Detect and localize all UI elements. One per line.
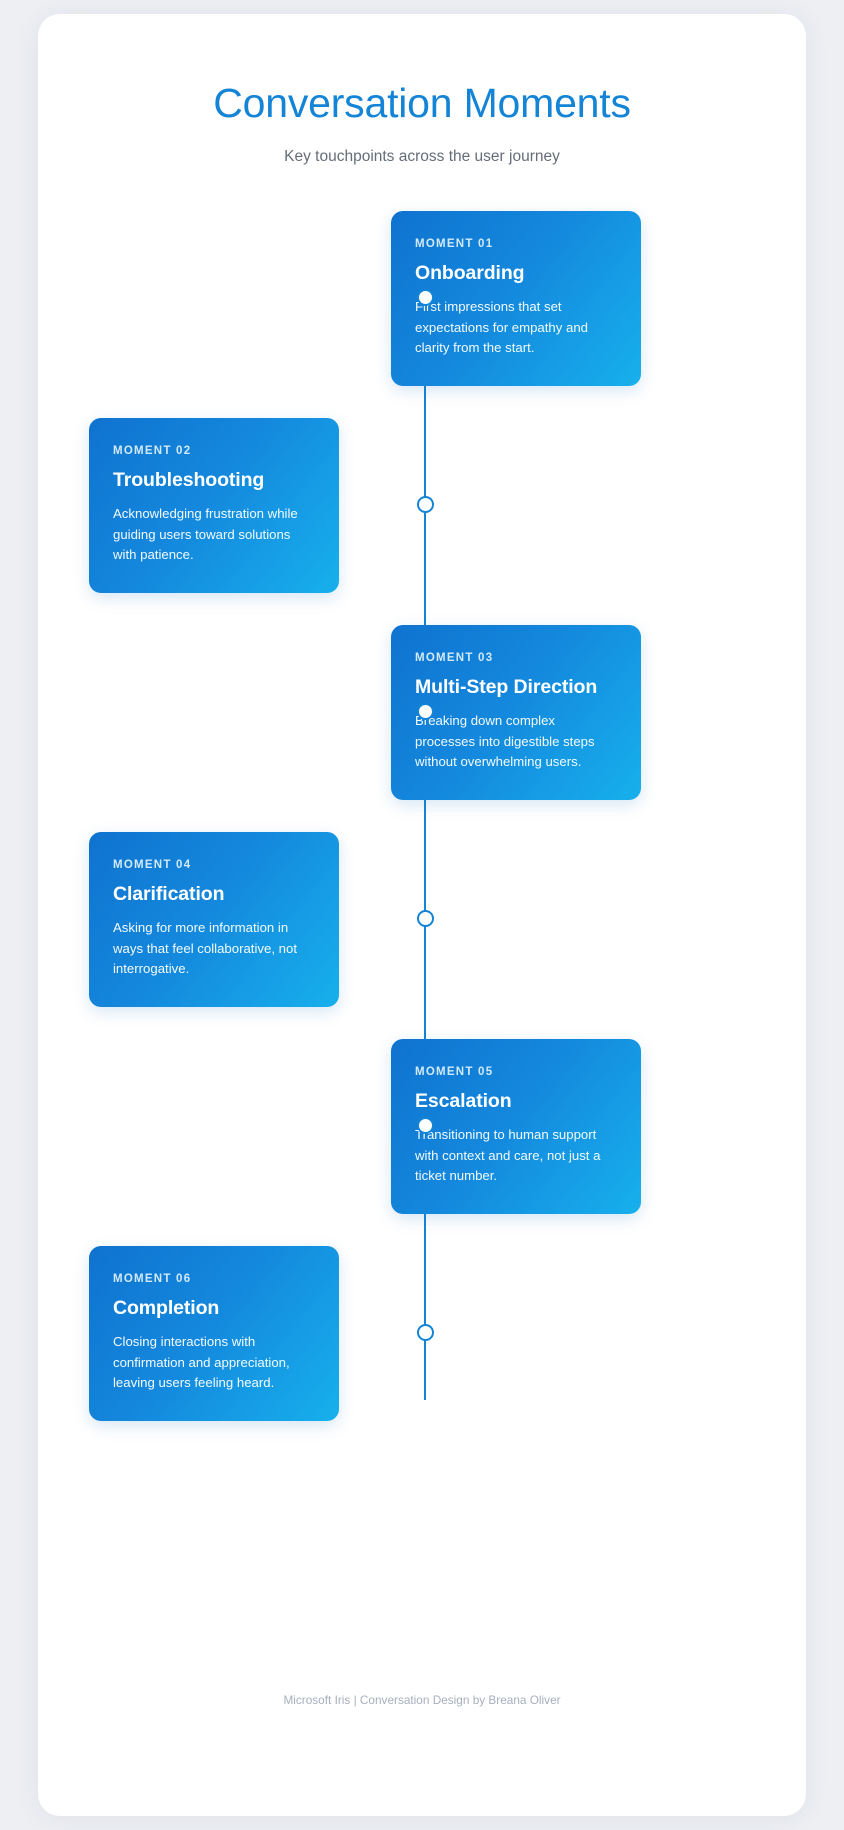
moment-eyebrow: MOMENT 02: [113, 445, 192, 457]
moment-description: First impressions that set expectations …: [415, 299, 589, 355]
footer-credit: Microsoft Iris | Conversation Design by …: [283, 1693, 561, 1707]
timeline-item-4: MOMENT 04 Clarification Asking for more …: [38, 832, 806, 1007]
timeline: MOMENT 01 Onboarding First impressions t…: [38, 211, 806, 1631]
moment-title: Clarification: [113, 883, 225, 905]
page-subtitle: Key touchpoints across the user journey: [284, 148, 560, 165]
moment-eyebrow: MOMENT 03: [415, 652, 494, 664]
moment-card-4[interactable]: MOMENT 04 Clarification Asking for more …: [89, 832, 339, 1007]
moment-description: Transitioning to human support with cont…: [415, 1127, 601, 1183]
timeline-dot-3[interactable]: [417, 703, 434, 720]
timeline-axis-line: [424, 211, 426, 1400]
timeline-dot-1[interactable]: [417, 289, 434, 306]
timeline-dot-6[interactable]: [417, 1324, 434, 1341]
moment-eyebrow: MOMENT 01: [415, 238, 494, 250]
moment-description: Acknowledging frustration while guiding …: [113, 506, 298, 562]
moment-eyebrow: MOMENT 06: [113, 1273, 192, 1285]
timeline-item-1: MOMENT 01 Onboarding First impressions t…: [38, 211, 806, 386]
moment-title: Onboarding: [415, 262, 525, 284]
timeline-item-6: MOMENT 06 Completion Closing interaction…: [38, 1246, 806, 1421]
moment-card-2[interactable]: MOMENT 02 Troubleshooting Acknowledging …: [89, 418, 339, 593]
moment-title: Completion: [113, 1297, 220, 1319]
moment-card-6[interactable]: MOMENT 06 Completion Closing interaction…: [89, 1246, 339, 1421]
moment-eyebrow: MOMENT 05: [415, 1066, 494, 1078]
page-title: Conversation Moments: [213, 80, 631, 126]
timeline-dot-2[interactable]: [417, 496, 434, 513]
moment-description: Breaking down complex processes into dig…: [415, 713, 595, 769]
moment-title: Troubleshooting: [113, 469, 265, 491]
page-footer: Microsoft Iris | Conversation Design by …: [38, 1692, 806, 1708]
moment-description: Closing interactions with confirmation a…: [113, 1334, 290, 1390]
content-sheet: Conversation Moments Key touchpoints acr…: [38, 14, 806, 1816]
moment-title: Multi-Step Direction: [415, 676, 598, 698]
timeline-item-5: MOMENT 05 Escalation Transitioning to hu…: [38, 1039, 806, 1214]
page-header: Conversation Moments Key touchpoints acr…: [38, 14, 806, 168]
timeline-dot-4[interactable]: [417, 910, 434, 927]
timeline-dot-5[interactable]: [417, 1117, 434, 1134]
timeline-item-3: MOMENT 03 Multi-Step Direction Breaking …: [38, 625, 806, 800]
moment-eyebrow: MOMENT 04: [113, 859, 192, 871]
moment-description: Asking for more information in ways that…: [113, 920, 297, 976]
timeline-item-2: MOMENT 02 Troubleshooting Acknowledging …: [38, 418, 806, 593]
moment-title: Escalation: [415, 1090, 512, 1112]
